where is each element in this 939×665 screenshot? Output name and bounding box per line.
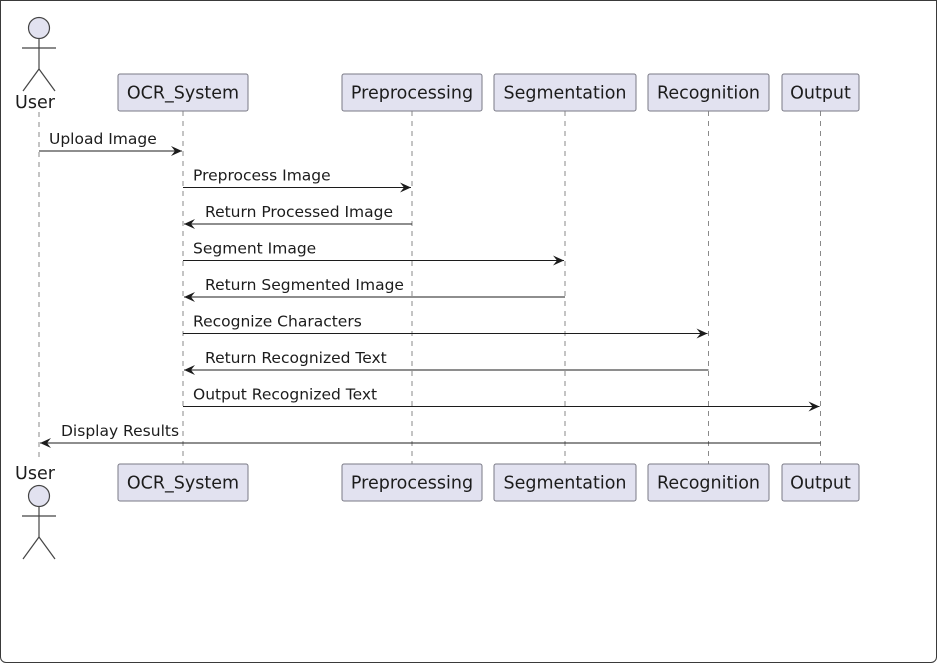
message-7: Return Recognized Text — [184, 349, 709, 375]
participant-label: OCR_System — [127, 474, 239, 494]
message-9: Display Results — [40, 422, 821, 448]
message-3: Return Processed Image — [184, 203, 412, 229]
actor-user-bottom-icon — [22, 484, 56, 560]
participant-seg-top: Segmentation — [493, 73, 637, 112]
participant-ocr-top: OCR_System — [117, 73, 249, 112]
message-label: Display Results — [61, 422, 179, 440]
message-8: Output Recognized Text — [183, 386, 820, 412]
message-1: Upload Image — [39, 130, 182, 156]
actor-user-label-bottom: User — [15, 464, 56, 484]
message-label: Segment Image — [193, 240, 316, 258]
message-label: Output Recognized Text — [193, 386, 377, 404]
actor-user-top-icon — [22, 16, 56, 92]
message-label: Return Processed Image — [205, 203, 393, 221]
participant-label: Recognition — [657, 474, 760, 494]
participant-pre-top: Preprocessing — [341, 73, 483, 112]
participant-label: Preprocessing — [351, 474, 473, 494]
participant-seg-bottom: Segmentation — [493, 463, 637, 502]
message-2: Preprocess Image — [183, 167, 411, 193]
message-label: Return Recognized Text — [205, 349, 387, 367]
message-label: Recognize Characters — [193, 313, 362, 331]
participant-rec-bottom: Recognition — [647, 463, 770, 502]
participant-label: Output — [790, 474, 851, 494]
participant-label: Preprocessing — [351, 84, 473, 104]
participant-rec-top: Recognition — [647, 73, 770, 112]
participant-label: OCR_System — [127, 84, 239, 104]
message-4: Segment Image — [183, 240, 564, 266]
participant-label: Recognition — [657, 84, 760, 104]
participant-label: Segmentation — [504, 474, 627, 494]
participant-ocr-bottom: OCR_System — [117, 463, 249, 502]
message-label: Preprocess Image — [193, 167, 331, 185]
participant-pre-bottom: Preprocessing — [341, 463, 483, 502]
participant-label: Segmentation — [504, 84, 627, 104]
message-label: Upload Image — [49, 130, 157, 148]
message-label: Return Segmented Image — [205, 276, 404, 294]
message-5: Return Segmented Image — [184, 276, 565, 302]
participant-out-top: Output — [781, 73, 860, 112]
participant-out-bottom: Output — [781, 463, 860, 502]
message-6: Recognize Characters — [183, 313, 708, 339]
actor-user-label-top: User — [15, 93, 56, 113]
participant-label: Output — [790, 84, 851, 104]
